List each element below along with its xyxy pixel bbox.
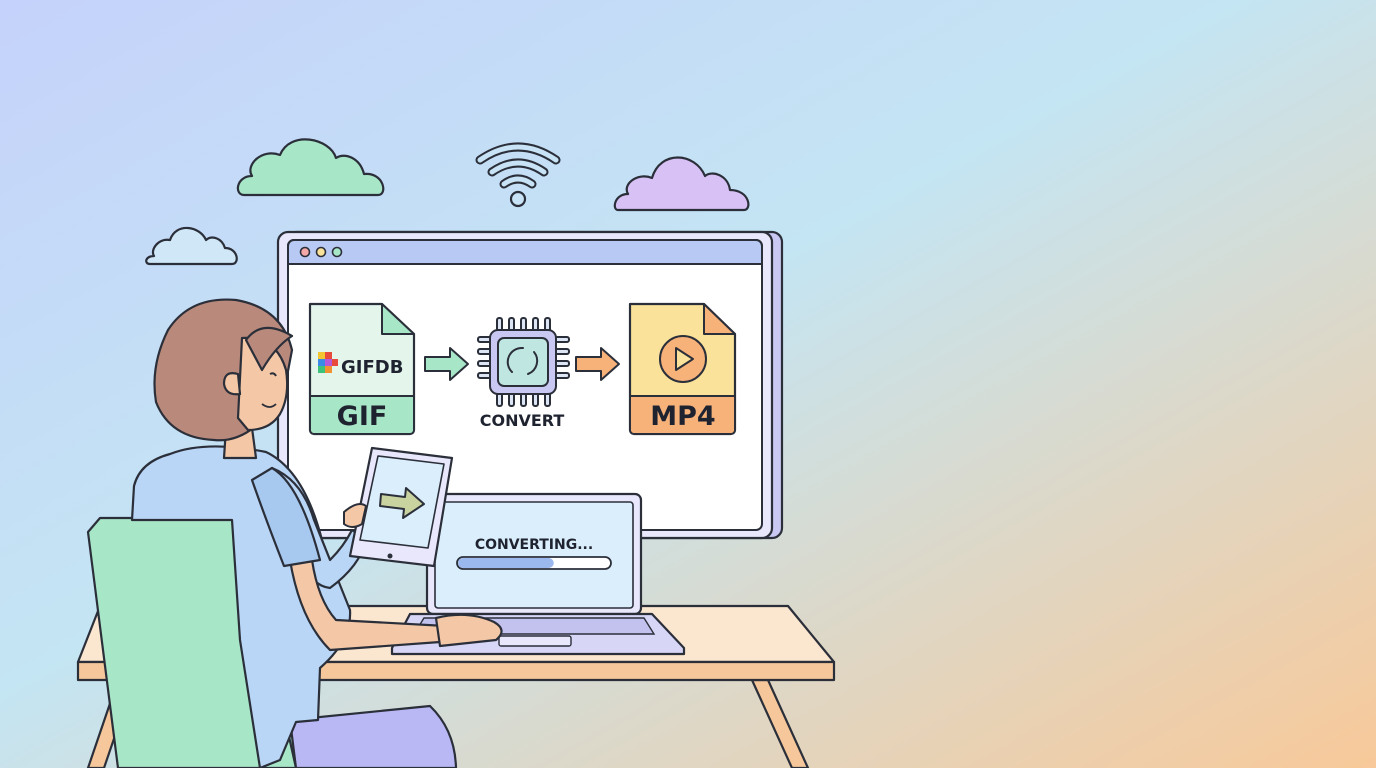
gif-file-card: GIFDB GIF [308,302,416,436]
person [130,298,503,768]
arrow-right-icon [424,347,469,381]
gifdb-logo-icon [318,352,338,373]
minimize-dot[interactable] [315,246,327,258]
hand [434,613,503,648]
maximize-dot[interactable] [331,246,343,258]
convert-label: CONVERT [480,411,565,430]
play-icon [659,335,707,383]
arrow-right-icon [575,347,620,381]
cloud-icon [613,156,750,212]
cpu-chip-icon [477,317,570,407]
mp4-file-card: MP4 [628,302,737,436]
gif-format-label: GIF [337,401,388,432]
laptop: CONVERTING... [390,492,686,656]
gifdb-brand-label: GIFDB [341,357,403,378]
mp4-format-label: MP4 [650,401,715,432]
converting-status-text: CONVERTING... [475,537,593,553]
cloud-icon [236,138,385,197]
close-dot[interactable] [299,246,311,258]
progress-fill [458,558,554,568]
cloud-icon [145,226,238,266]
arrow-right-icon [379,487,425,519]
conversion-progress-bar [456,556,612,570]
wifi-icon [475,142,561,208]
tablet [343,446,454,568]
